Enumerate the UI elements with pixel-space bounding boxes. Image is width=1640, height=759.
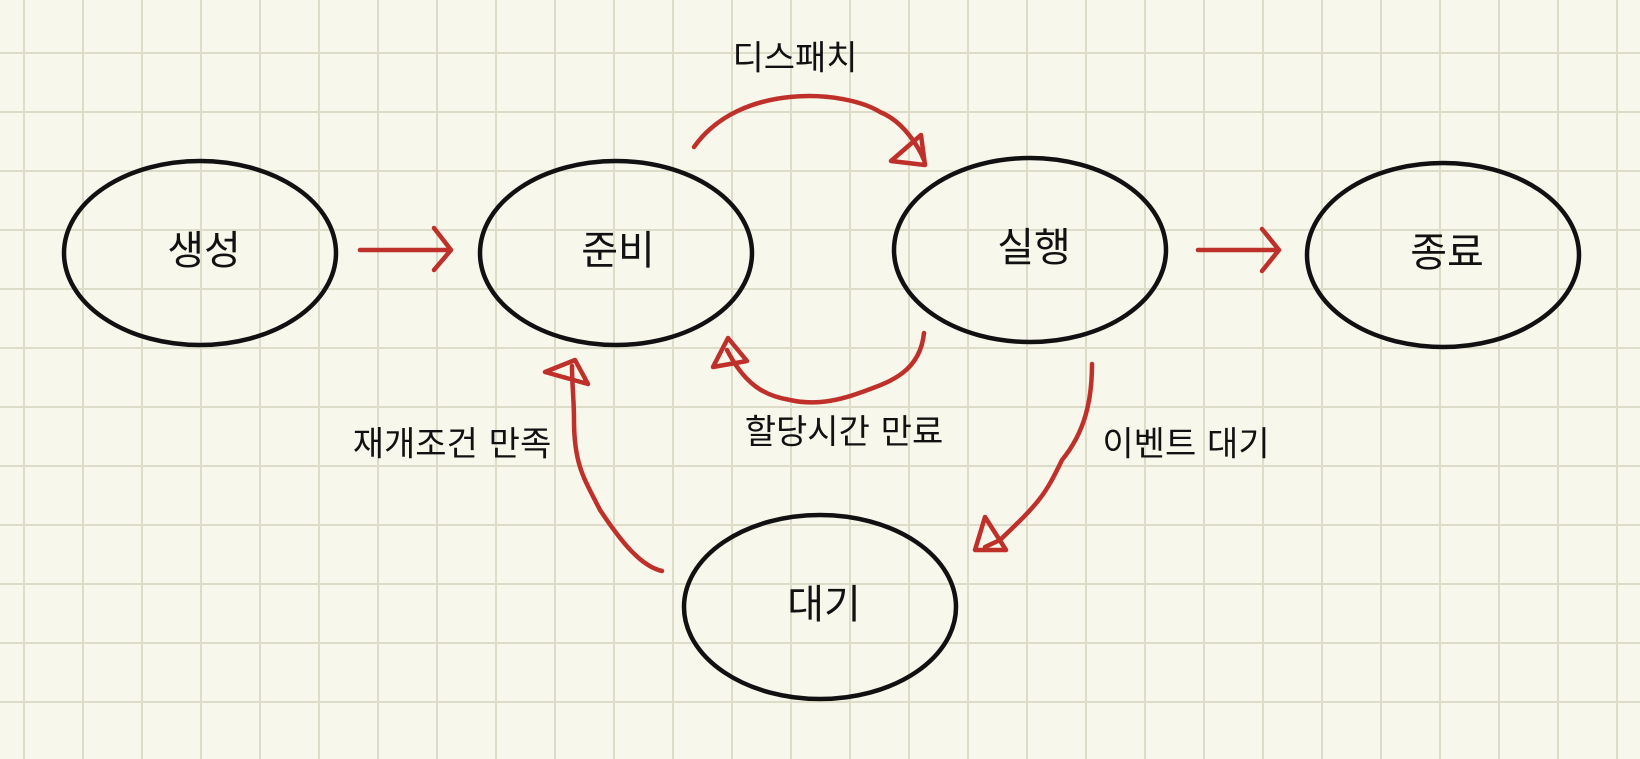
state-terminated-label: 종료 xyxy=(1410,230,1484,276)
state-ready-label: 준비 xyxy=(581,228,655,274)
state-terminated: 종료 xyxy=(1304,160,1582,350)
state-created-ellipse xyxy=(61,158,339,348)
arrow-event-wait: 이벤트 대기 xyxy=(972,361,1270,553)
edge-label-event-wait: 이벤트 대기 xyxy=(1102,425,1269,465)
state-running-ellipse xyxy=(891,155,1169,345)
state-running-label: 실행 xyxy=(997,225,1071,271)
arrow-running-to-terminated-head xyxy=(1259,226,1282,274)
edge-label-timeout: 할당시간 만료 xyxy=(745,413,944,453)
arrow-resume: 재개조건 만족 xyxy=(353,357,665,574)
state-running: 실행 xyxy=(891,155,1169,345)
edge-label-dispatch: 디스패치 xyxy=(732,39,857,79)
arrow-timeout: 할당시간 만료 xyxy=(710,330,944,453)
arrow-dispatch-curve xyxy=(691,93,927,163)
arrow-timeout-head xyxy=(710,335,750,370)
state-ready: 준비 xyxy=(477,158,755,348)
arrow-event-wait-head xyxy=(972,514,1009,553)
state-waiting-label: 대기 xyxy=(787,582,861,628)
arrow-event-wait-curve xyxy=(982,361,1095,550)
state-waiting: 대기 xyxy=(681,512,959,702)
arrow-timeout-curve xyxy=(724,330,927,405)
state-waiting-ellipse xyxy=(681,512,959,702)
state-terminated-ellipse xyxy=(1304,160,1582,350)
arrow-running-to-terminated xyxy=(1195,226,1282,274)
arrow-resume-curve xyxy=(569,363,665,574)
state-ready-ellipse xyxy=(477,158,755,348)
arrow-created-to-ready-head xyxy=(431,225,454,273)
edge-label-resume: 재개조건 만족 xyxy=(353,425,552,465)
state-created-label: 생성 xyxy=(167,228,241,274)
arrow-dispatch: 디스패치 xyxy=(691,39,928,168)
arrow-created-to-ready xyxy=(357,225,454,273)
arrow-resume-head xyxy=(542,357,591,387)
state-created: 생성 xyxy=(61,158,339,348)
arrow-dispatch-head xyxy=(888,132,928,168)
